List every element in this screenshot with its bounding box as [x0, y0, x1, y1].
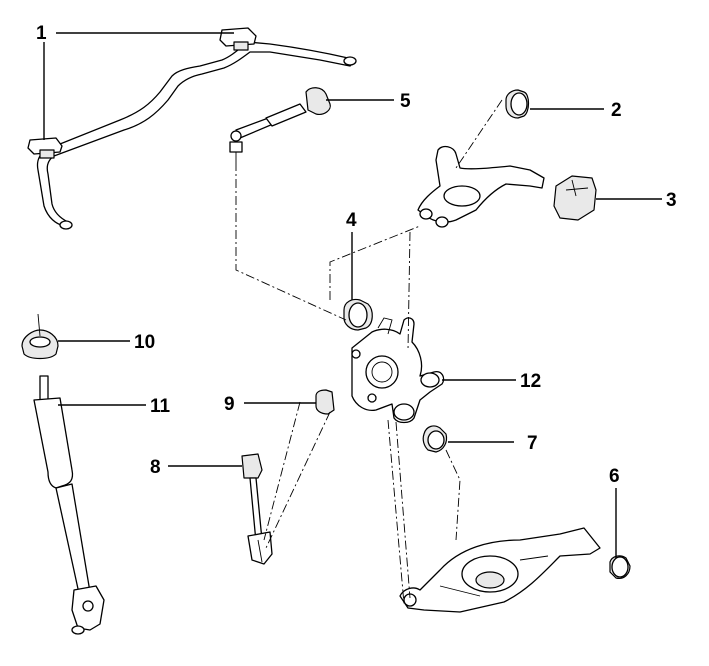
toe-link [241, 453, 273, 565]
hub-carrier [351, 317, 445, 424]
callout-8: 8 [150, 457, 161, 478]
bush-3 [553, 175, 597, 221]
callout-3: 3 [666, 190, 677, 211]
callout-1: 1 [36, 23, 47, 44]
callout-12: 12 [520, 371, 541, 392]
callout-7: 7 [527, 433, 538, 454]
bush-9 [315, 389, 335, 415]
shock-absorber [33, 375, 105, 635]
leader-lines [43, 32, 662, 558]
callout-2: 2 [611, 100, 622, 121]
upper-control-arm [417, 145, 545, 228]
callouts: 1 2 3 4 5 6 7 8 9 10 11 12 [36, 23, 677, 487]
bush-6 [609, 555, 631, 579]
callout-4: 4 [346, 210, 357, 231]
callout-9: 9 [224, 394, 235, 415]
top-mount [21, 313, 59, 360]
callout-10: 10 [134, 332, 155, 353]
bush-7 [422, 425, 448, 453]
link-rod [229, 87, 331, 162]
bush-4 [343, 298, 373, 331]
callout-6: 6 [609, 466, 620, 487]
lower-control-arm [399, 527, 601, 613]
callout-5: 5 [400, 91, 411, 112]
bush-2 [505, 89, 530, 119]
assembly-lines [235, 99, 503, 605]
anti-roll-bar [27, 27, 357, 230]
callout-11: 11 [150, 396, 171, 417]
